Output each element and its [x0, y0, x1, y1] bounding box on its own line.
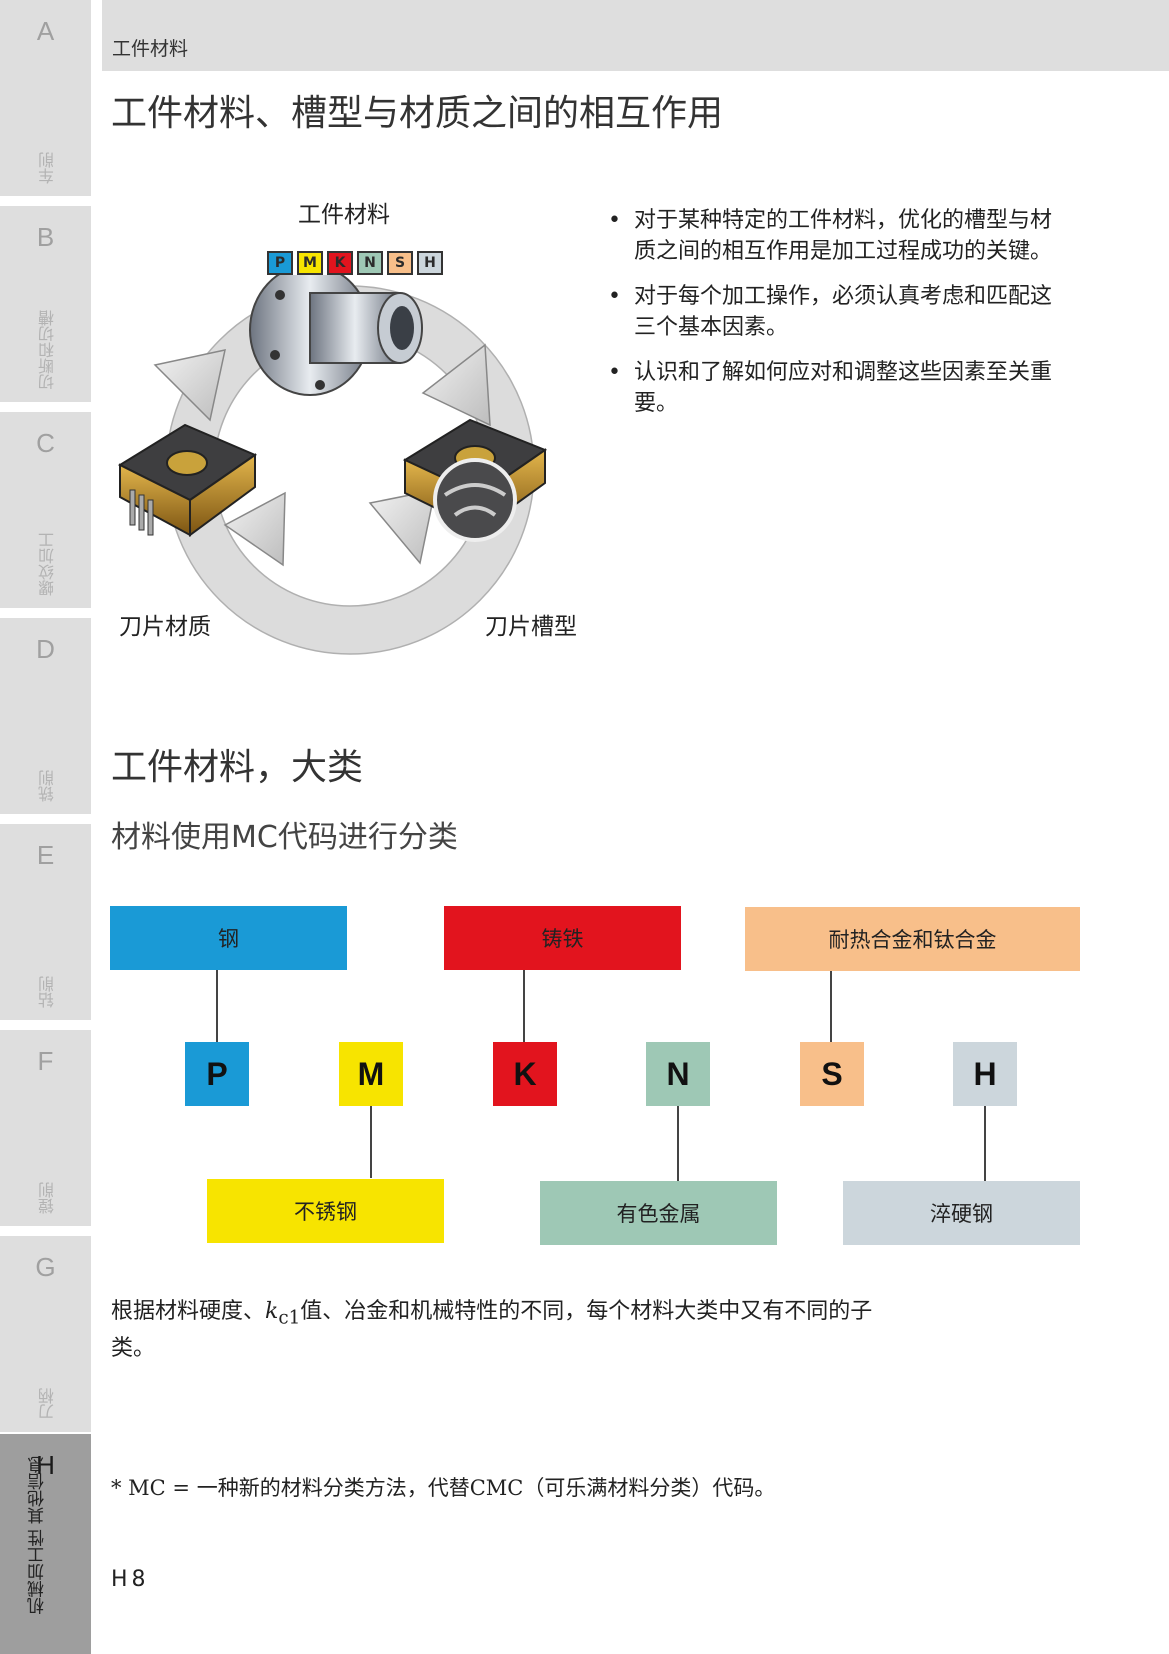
tab-letter: C — [36, 428, 55, 458]
insert-left-grade-slice — [138, 494, 145, 531]
header-title: 工件材料 — [112, 38, 189, 60]
badge-p: P — [267, 251, 293, 275]
page-title: 工件材料、槽型与材质之间的相互作用 — [111, 93, 724, 134]
connector-line — [370, 1106, 372, 1178]
iso-badges: P M K N S H — [267, 251, 443, 275]
code-s: S — [800, 1042, 864, 1106]
key-points-list: 对于某种特定的工件材料，优化的槽型与材质之间的相互作用是加工过程成功的关键。 对… — [608, 205, 1068, 433]
diagram-label-workpiece: 工件材料 — [298, 202, 390, 228]
interaction-diagram: 工件材料 刀片材质 刀片槽型 P M K N S H — [115, 185, 595, 655]
code-p: P — [185, 1042, 249, 1106]
tab-label: 车削 — [38, 152, 57, 184]
badge-s: S — [387, 251, 413, 275]
note-text: 值、冶金和机械特性的不同，每个材料大类中又有不同的子类。 — [111, 1299, 873, 1362]
tab-parting-grooving[interactable]: B 切断和切槽 — [0, 206, 91, 402]
code-n: N — [646, 1042, 710, 1106]
tab-machinability-other-info[interactable]: H 机械加工性 其他信息 — [0, 1434, 91, 1654]
tab-boring[interactable]: F 镗削 — [0, 1030, 91, 1226]
geometry-magnifier — [433, 458, 517, 542]
tab-milling[interactable]: D 铣削 — [0, 618, 91, 814]
bolt-hole — [315, 380, 325, 390]
subclass-note: 根据材料硬度、kc1值、冶金和机械特性的不同，每个材料大类中又有不同的子类。 — [111, 1296, 911, 1364]
insert-left-side-2 — [189, 453, 256, 537]
arrow-bottom-right — [368, 489, 436, 565]
footnote: * MC = 一种新的材料分类方法，代替CMC（可乐满材料分类）代码。 — [111, 1476, 776, 1500]
group-non-ferrous: 有色金属 — [540, 1181, 777, 1245]
arrow-bottom-left — [223, 491, 286, 567]
list-item: 认识和了解如何应对和调整这些因素至关重要。 — [608, 357, 1068, 419]
note-k-symbol: k — [265, 1299, 279, 1324]
badge-n: N — [357, 251, 383, 275]
connector-line — [216, 970, 218, 1042]
insert-left-grade-slice — [129, 489, 136, 526]
group-hardened-steel: 淬硬钢 — [843, 1181, 1080, 1245]
tab-letter: D — [36, 634, 55, 664]
arrow-right — [421, 343, 491, 427]
code-h: H — [953, 1042, 1017, 1106]
tab-letter: E — [36, 840, 55, 870]
chapter-sidebar: A 车削 B 切断和切槽 C 螺纹加工 D 铣削 E 钻削 F 镗削 G 刀柄 … — [0, 0, 91, 1654]
group-steel: 钢 — [110, 906, 347, 970]
note-k-subscript: c1 — [278, 1307, 301, 1329]
group-stainless-steel: 不锈钢 — [207, 1179, 444, 1243]
group-heat-resistant-titanium: 耐热合金和钛合金 — [745, 907, 1080, 971]
arrow-left — [153, 349, 226, 422]
insert-left-grade-slice — [147, 499, 154, 536]
section-title: 工件材料，大类 — [111, 747, 364, 788]
diagram-illustration — [117, 275, 548, 655]
tab-drilling[interactable]: E 钻削 — [0, 824, 91, 1020]
page-number: H8 — [111, 1567, 150, 1592]
tab-label: 螺纹加工 — [38, 532, 57, 596]
code-k: K — [493, 1042, 557, 1106]
tab-label: 切断和切槽 — [38, 310, 57, 390]
group-cast-iron: 铸铁 — [444, 906, 681, 970]
tab-label: 铣削 — [38, 770, 57, 802]
code-m: M — [339, 1042, 403, 1106]
tab-letter: H — [36, 1450, 55, 1480]
tube-bore — [390, 306, 414, 350]
badge-k: K — [327, 251, 353, 275]
tab-letter: A — [36, 16, 55, 46]
tab-label: 机械加工性 其他信息 — [28, 1455, 48, 1614]
list-item: 对于每个加工操作，必须认真考虑和匹配这三个基本因素。 — [608, 281, 1068, 343]
connector-line — [677, 1106, 679, 1181]
diagram-label-grade: 刀片材质 — [119, 614, 211, 640]
tab-threading[interactable]: C 螺纹加工 — [0, 412, 91, 608]
connector-line — [984, 1106, 986, 1181]
bolt-hole — [270, 350, 280, 360]
geometry-magnifier-chipbreaker — [443, 483, 507, 517]
insert-left-hole — [166, 450, 208, 476]
tab-turning[interactable]: A 车削 — [0, 0, 91, 196]
tab-letter: B — [36, 222, 55, 252]
section-subtitle: 材料使用MC代码进行分类 — [111, 820, 458, 855]
diagram-label-geometry: 刀片槽型 — [485, 614, 577, 640]
connector-line — [523, 970, 525, 1042]
tab-letter: F — [37, 1046, 54, 1076]
header-bar: 工件材料 — [102, 0, 1169, 71]
tab-tool-holding[interactable]: G 刀柄 — [0, 1236, 91, 1432]
bolt-hole — [275, 290, 285, 300]
list-item: 对于某种特定的工件材料，优化的槽型与材质之间的相互作用是加工过程成功的关键。 — [608, 205, 1068, 267]
badge-h: H — [417, 251, 443, 275]
tab-label: 钻削 — [38, 976, 57, 1008]
connector-line — [830, 971, 832, 1042]
tab-letter: G — [35, 1252, 56, 1282]
tab-label: 镗削 — [38, 1182, 57, 1214]
tab-label: 刀柄 — [38, 1388, 57, 1420]
note-text: 根据材料硬度、 — [111, 1299, 266, 1324]
badge-m: M — [297, 251, 323, 275]
